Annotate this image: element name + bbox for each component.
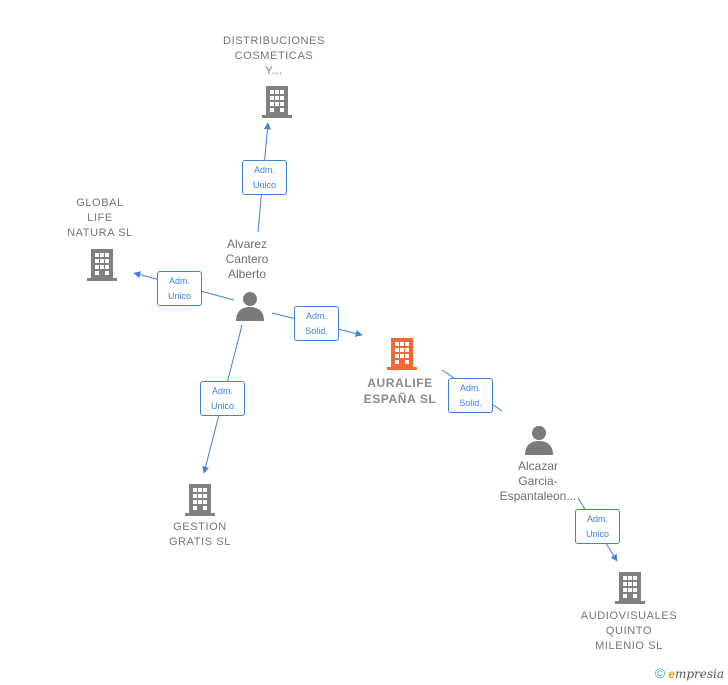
relation-type: Adm.	[168, 276, 190, 286]
building-icon[interactable]	[87, 247, 117, 281]
person-icon[interactable]	[234, 291, 266, 321]
building-icon[interactable]	[262, 84, 292, 118]
person-label-alcazar[interactable]: Alcazar Garcia- Espantaleon...	[499, 459, 577, 503]
relation-badge[interactable]: Adm. Solid.	[294, 306, 339, 341]
brand-name: mpresia	[674, 667, 724, 681]
company-label-audiovisuales[interactable]: AUDIOVISUALES QUINTO MILENIO SL	[580, 610, 678, 652]
building-icon[interactable]	[387, 336, 417, 370]
copyright-symbol: ©	[654, 665, 666, 681]
company-label-global-life[interactable]: GLOBAL LIFE NATURA SL	[67, 197, 133, 239]
building-icon[interactable]	[185, 482, 215, 516]
company-label-auralife[interactable]: AURALIFE ESPAÑA SL	[363, 376, 437, 406]
relation-badge[interactable]: Adm. Unico	[200, 381, 245, 416]
relation-role: Solid.	[459, 398, 482, 408]
relation-type: Adm.	[305, 311, 327, 321]
relation-badge[interactable]: Adm. Unico	[242, 160, 287, 195]
relation-type: Adm.	[211, 386, 233, 396]
brand-initial: e	[668, 667, 675, 681]
relation-type: Adm.	[586, 514, 608, 524]
relation-badge[interactable]: Adm. Unico	[575, 509, 620, 544]
brand-logo: ©empresia	[655, 665, 724, 681]
relation-badge[interactable]: Adm. Solid.	[448, 378, 493, 413]
relation-role: Unico	[252, 180, 276, 190]
relation-type: Adm.	[253, 165, 275, 175]
person-label-alvarez[interactable]: Alvarez Cantero Alberto	[225, 237, 269, 281]
company-label-distribuciones[interactable]: DISTRIBUCIONES COSMETICAS Y...	[223, 35, 325, 77]
building-icon[interactable]	[615, 570, 645, 604]
relation-role: Unico	[210, 401, 234, 411]
company-label-gestion[interactable]: GESTION GRATIS SL	[168, 521, 232, 548]
relation-role: Solid.	[305, 326, 328, 336]
relation-badge[interactable]: Adm. Unico	[157, 271, 202, 306]
relation-role: Unico	[585, 529, 609, 539]
relation-role: Unico	[167, 291, 191, 301]
relation-type: Adm.	[459, 383, 481, 393]
person-icon[interactable]	[523, 425, 555, 455]
